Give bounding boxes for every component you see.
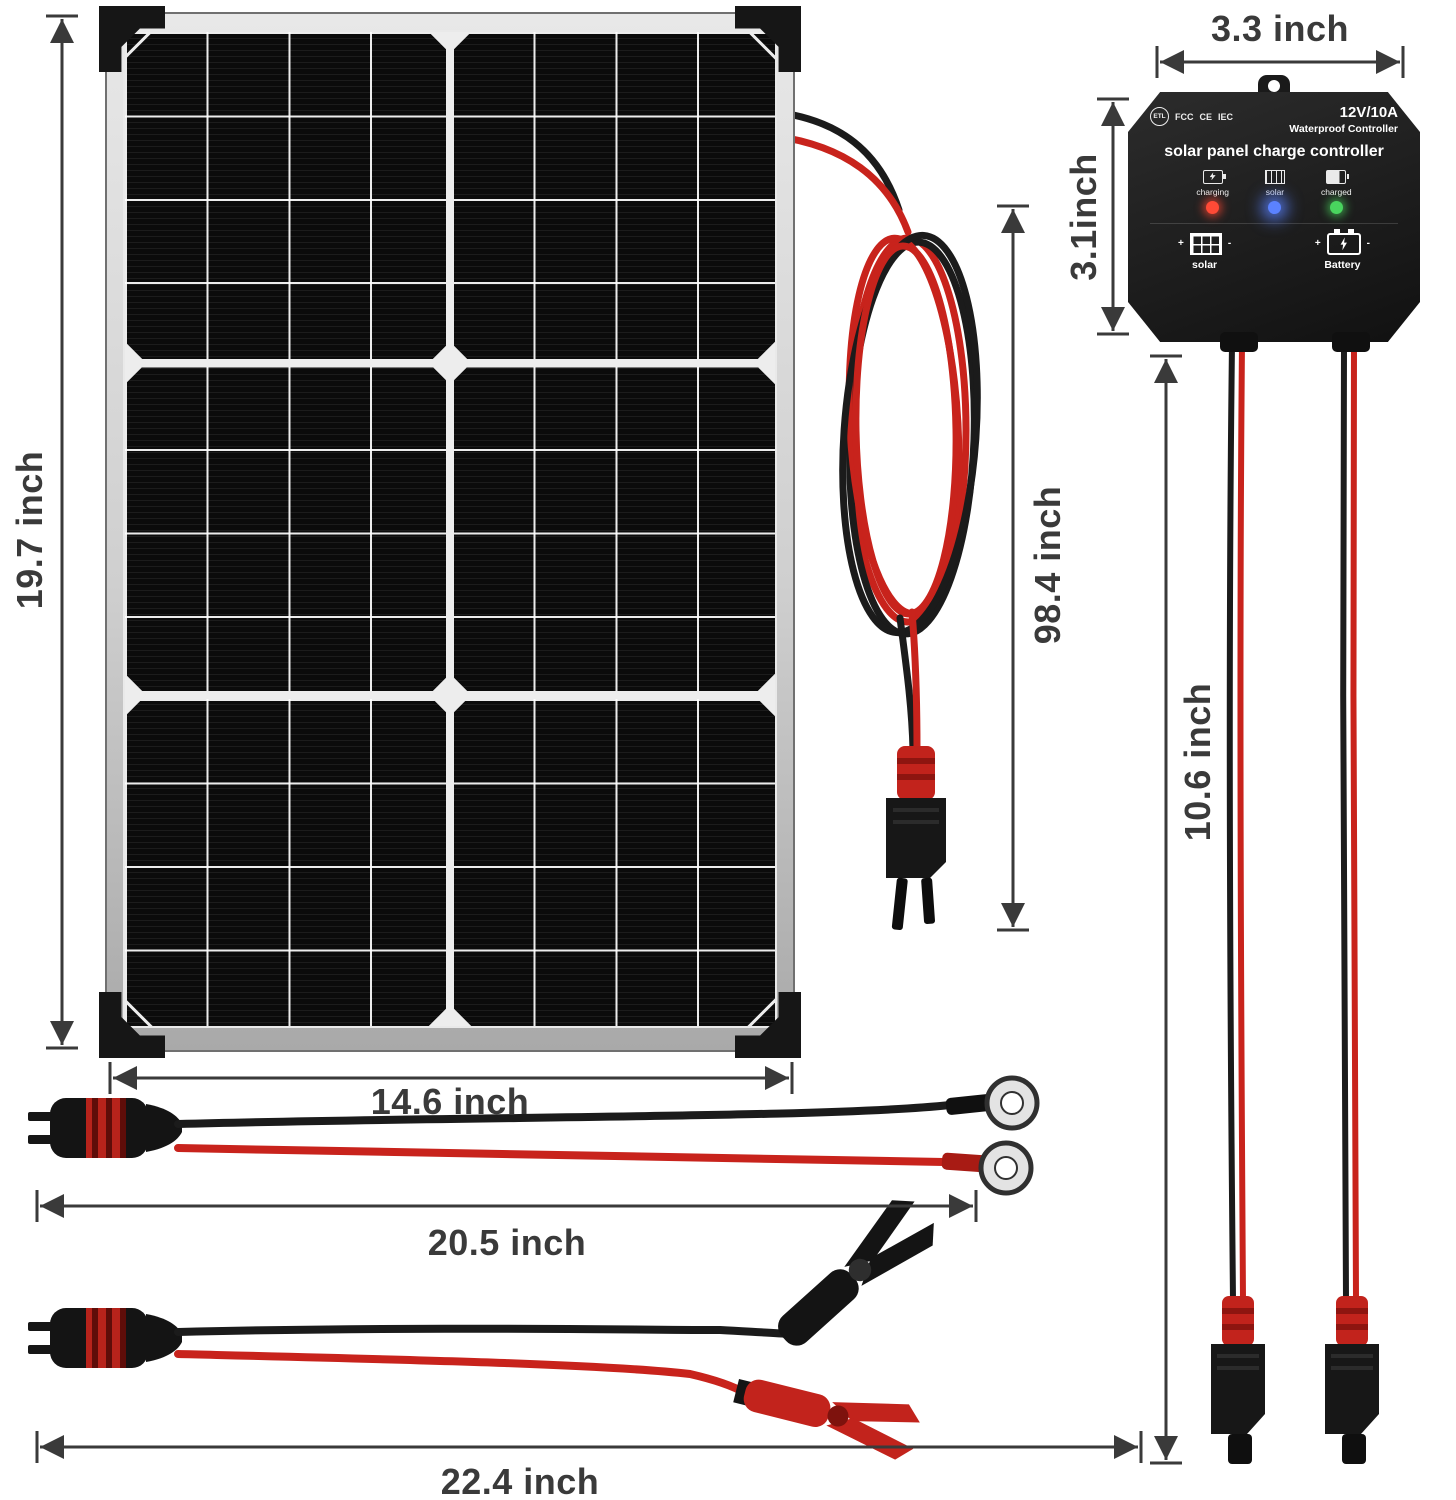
minus-mark: -: [1227, 238, 1232, 250]
solar-panel: [99, 6, 795, 1052]
rating-value: 12V/10A: [1339, 104, 1398, 121]
sae-connector: [28, 1308, 182, 1368]
controller-height-label: 3.1inch: [1063, 153, 1104, 281]
status-indicators: charging solar charged: [1150, 169, 1398, 214]
panel-cable-sae-connector: [886, 746, 946, 931]
cell-diamond: [428, 32, 472, 54]
controller-cables: [1226, 341, 1359, 1303]
indicator-label: charged: [1320, 186, 1352, 197]
cable-gland: [1220, 332, 1258, 352]
panel-cable-length-label: 98.4 inch: [1027, 485, 1068, 645]
cable-gland: [1332, 332, 1370, 352]
cert-fcc-mark: FCC: [1175, 111, 1194, 122]
battery-port: + - Battery: [1314, 228, 1370, 271]
lightning-icon: [1340, 237, 1347, 251]
solar-panel-icon: [1189, 232, 1222, 255]
clip-cable-length-label: 22.4 inch: [440, 1461, 600, 1500]
ring-terminal-cable: [28, 1075, 1040, 1196]
cell-diamond: [753, 673, 775, 716]
dimension-lines: [35, 14, 1405, 1465]
solar-led: [1268, 200, 1282, 214]
cell-diamond: [428, 673, 472, 716]
solar-cells-grid: [123, 30, 777, 1028]
solar-port: + - solar: [1178, 232, 1232, 271]
controller-width-label: 3.3 inch: [1210, 8, 1350, 49]
indicator-label: solar: [1265, 186, 1285, 197]
plus-mark: +: [1314, 238, 1321, 250]
controller-cable-sae-connector-right: [1325, 1296, 1379, 1464]
cell-diamond: [753, 342, 775, 385]
panel-height-label: 19.7 inch: [9, 450, 50, 610]
controller-rating: 12V/10A Waterproof Controller: [1289, 104, 1398, 136]
indicator-label: charging: [1196, 186, 1229, 197]
battery-icon: [1326, 228, 1361, 255]
cell-diamond: [125, 673, 147, 716]
cell-diamond: [428, 1004, 472, 1026]
corner-cut: [125, 993, 159, 1026]
battery-port-label: Battery: [1324, 258, 1361, 271]
sae-connector: [28, 1098, 182, 1158]
solar-port-label: solar: [1192, 258, 1218, 271]
charge-controller: ETL FCC CE IEC 12V/10A Waterproof Contro…: [1128, 75, 1420, 352]
cell-diamond: [125, 342, 147, 385]
certification-marks: ETL FCC CE IEC: [1150, 104, 1233, 126]
charged-led: [1329, 200, 1343, 214]
controller-body: [1128, 92, 1420, 342]
battery-charging-icon: [1202, 169, 1226, 184]
panel-width-label: 14.6 inch: [370, 1081, 530, 1122]
solar-panel-mini-icon: [1264, 169, 1285, 184]
minus-mark: -: [1366, 238, 1370, 250]
panel-output-cable: [771, 108, 981, 754]
ring-cable-length-label: 20.5 inch: [427, 1222, 587, 1263]
indicator-charged: charged: [1320, 169, 1352, 214]
controller-cable-length-label: 10.6 inch: [1177, 682, 1218, 842]
plus-mark: +: [1178, 238, 1184, 250]
rating-subtitle: Waterproof Controller: [1289, 122, 1398, 135]
panel-center-divider: [446, 32, 454, 1026]
corner-cut: [741, 993, 775, 1026]
charging-led: [1206, 200, 1220, 214]
controller-title: solar panel charge controller: [1164, 142, 1384, 160]
indicator-solar: solar: [1264, 169, 1285, 214]
indicator-charging: charging: [1196, 169, 1229, 214]
battery-full-icon: [1326, 169, 1350, 184]
black-alligator-clip: [778, 1200, 934, 1346]
cert-ce-mark: CE: [1199, 111, 1213, 122]
controller-ports: + - solar + - Battery: [1150, 222, 1398, 271]
cert-iec-mark: IEC: [1218, 111, 1234, 122]
controller-face: ETL FCC CE IEC 12V/10A Waterproof Contro…: [1128, 92, 1420, 342]
controller-cable-sae-connector-left: [1211, 1296, 1265, 1464]
cell-diamond: [428, 342, 472, 385]
cert-etl-mark: ETL: [1150, 107, 1169, 126]
